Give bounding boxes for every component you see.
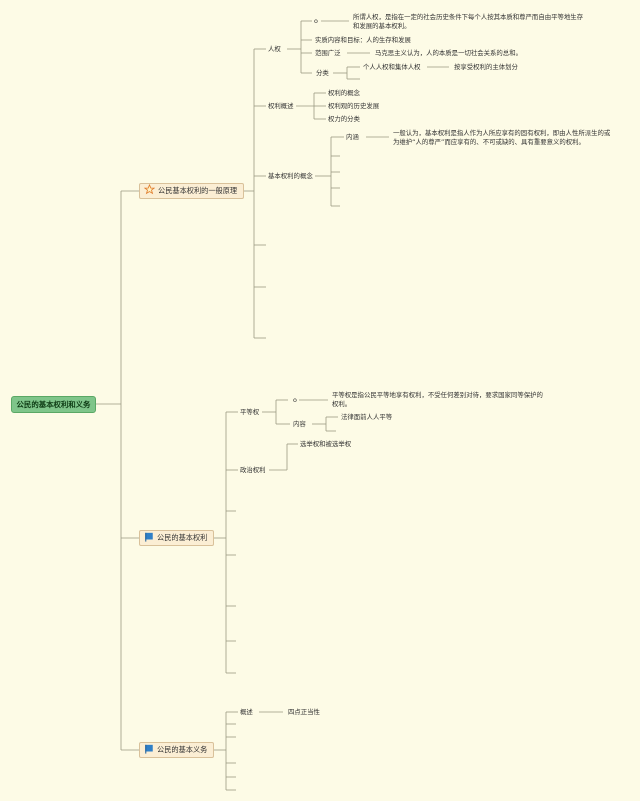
node-class-note[interactable]: 按享受权利的主体划分 bbox=[454, 63, 518, 71]
node-equality-item[interactable]: 法律面前人人平等 bbox=[341, 413, 393, 421]
node-election-rights[interactable]: 选举权和被选举权 bbox=[300, 440, 352, 448]
flag-icon bbox=[145, 532, 153, 542]
flag-icon bbox=[145, 744, 153, 754]
branch-label: 公民的基本权利 bbox=[157, 533, 208, 542]
branch-general-principles[interactable]: 公民基本权利的一般原理 bbox=[139, 183, 245, 199]
node-rights-overview[interactable]: 权利概述 bbox=[268, 102, 294, 110]
node-class-item[interactable]: 个人人权和集体人权 bbox=[363, 63, 421, 71]
node-human-rights-definition[interactable]: 所谓人权，是指在一定的社会历史条件下每个人按其本质和尊严而自由平等地生存和发展的… bbox=[353, 13, 584, 30]
node-political-rights[interactable]: 政治权利 bbox=[240, 466, 266, 474]
node-classification[interactable]: 分类 bbox=[316, 69, 329, 77]
node-scope-text[interactable]: 马克思主义认为，人的本质是一切社会关系的总和。 bbox=[375, 49, 522, 57]
node-circle-marker[interactable]: o bbox=[293, 396, 297, 404]
branch-basic-rights[interactable]: 公民的基本权利 bbox=[139, 530, 215, 546]
node-connotation-text[interactable]: 一般认为，基本权利是指人作为人所应享有的固有权利，即由人性所派生的或为维护“人的… bbox=[393, 129, 611, 146]
branch-basic-duties[interactable]: 公民的基本义务 bbox=[139, 742, 215, 758]
node-circle-marker[interactable]: o bbox=[314, 17, 318, 25]
node-human-rights[interactable]: 人权 bbox=[268, 45, 281, 53]
node-rights-history[interactable]: 权利观的历史发展 bbox=[328, 102, 380, 110]
node-equality-text[interactable]: 平等权是指公民平等地享有权利，不受任何差别对待，要求国家同等保护的权利。 bbox=[332, 391, 543, 408]
node-rights-concept[interactable]: 权利的概念 bbox=[328, 89, 360, 97]
node-power-classification[interactable]: 权力的分类 bbox=[328, 115, 360, 123]
node-equality-content[interactable]: 内容 bbox=[293, 420, 306, 428]
node-equality[interactable]: 平等权 bbox=[240, 408, 260, 416]
branch-label: 公民基本权利的一般原理 bbox=[158, 186, 238, 195]
node-content-goal[interactable]: 实质内容和目标：人的生存和发展 bbox=[315, 36, 411, 44]
node-basic-rights-concept[interactable]: 基本权利的概念 bbox=[268, 172, 313, 180]
star-icon bbox=[143, 183, 156, 195]
branch-label: 公民的基本义务 bbox=[157, 745, 208, 754]
node-connotation[interactable]: 内涵 bbox=[346, 133, 359, 141]
node-duties-overview[interactable]: 概述 bbox=[240, 708, 253, 716]
node-scope[interactable]: 范围广泛 bbox=[315, 49, 341, 57]
root-node[interactable]: 公民的基本权利和义务 bbox=[11, 396, 96, 413]
node-four-legitimacy[interactable]: 四点正当性 bbox=[288, 708, 320, 716]
